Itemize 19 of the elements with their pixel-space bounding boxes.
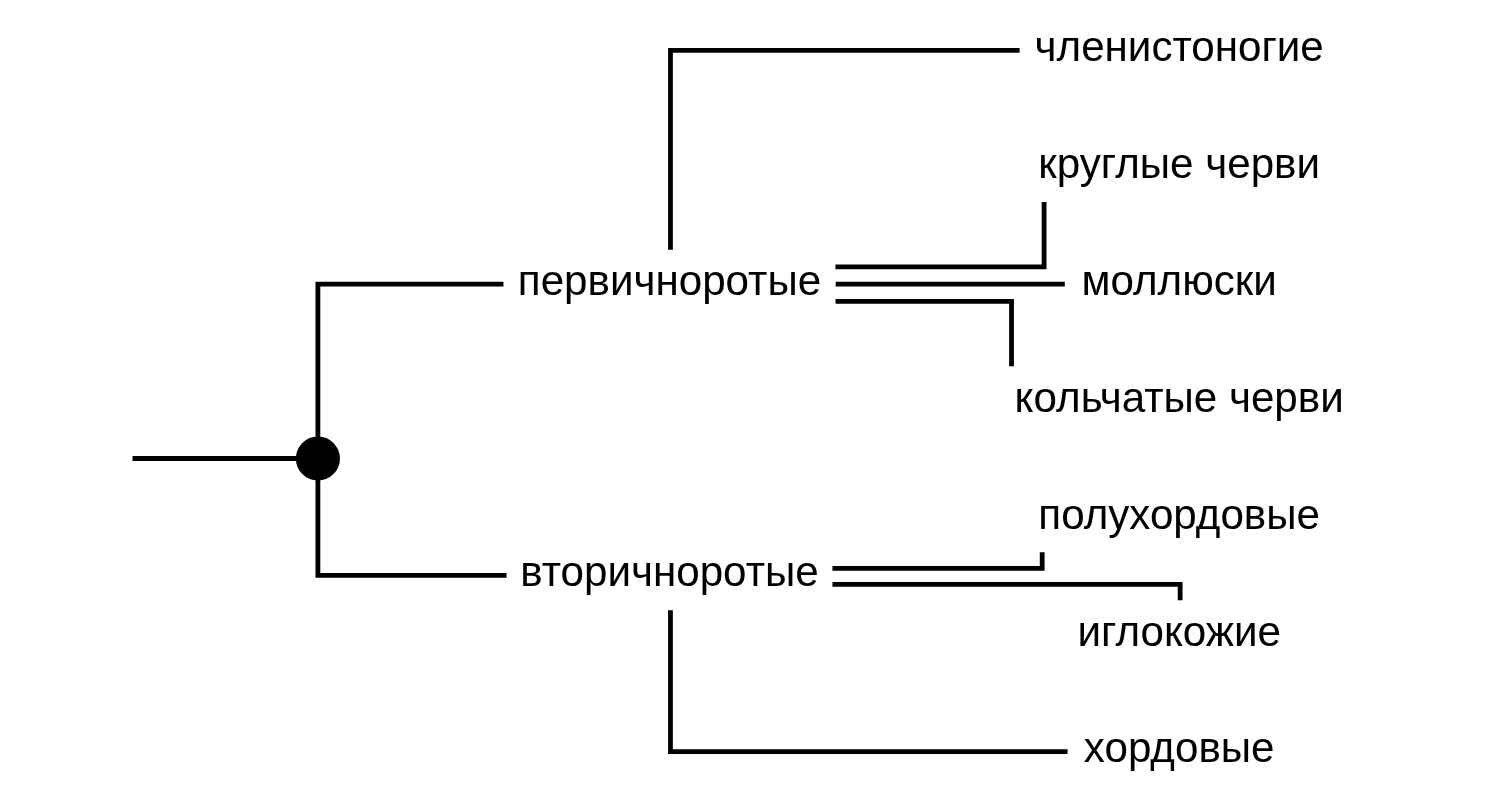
connector	[315, 479, 507, 578]
node-text: кольчатые черви	[1014, 373, 1344, 421]
connector	[668, 47, 1020, 250]
node-text: полухордовые	[1038, 490, 1320, 538]
connector	[835, 298, 1014, 367]
connector	[132, 456, 297, 461]
node-text: членистоногие	[1034, 23, 1324, 71]
connector	[835, 202, 1047, 270]
connector	[315, 281, 504, 438]
connector	[835, 281, 1065, 287]
node-text: иглокожие	[1077, 607, 1281, 655]
node-text: первичноротые	[517, 256, 822, 304]
node-text: моллюски	[1081, 256, 1277, 304]
node-circle	[295, 436, 340, 481]
node-text: хордовые	[1083, 724, 1275, 772]
connector	[668, 610, 1068, 755]
node-text: вторичноротые	[520, 548, 819, 596]
connector	[832, 552, 1045, 571]
node-text: круглые черви	[1038, 139, 1321, 187]
